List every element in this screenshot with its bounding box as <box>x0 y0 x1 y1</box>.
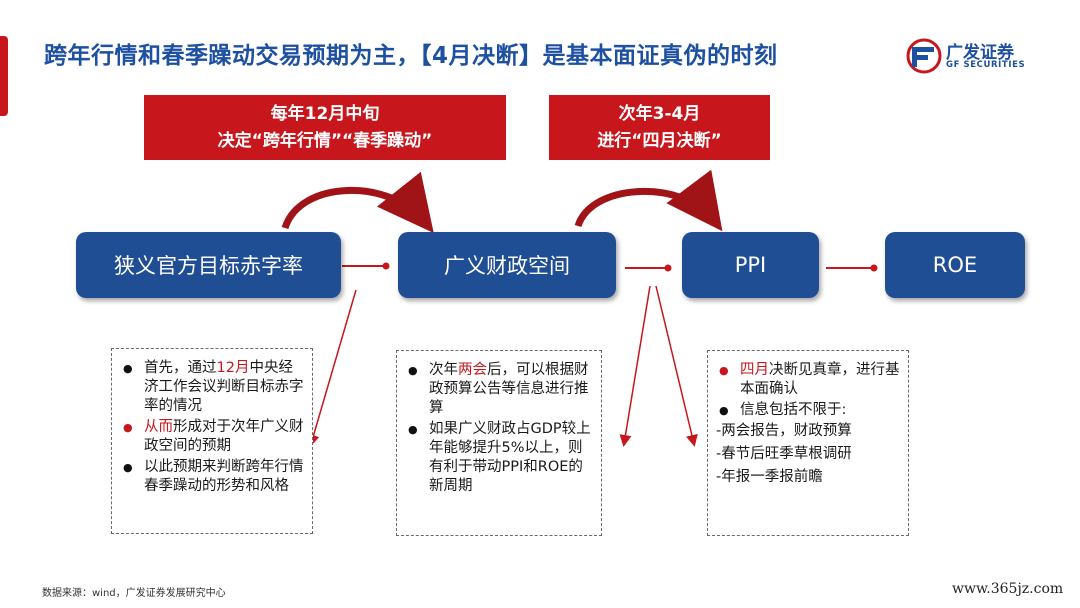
gf-logo-icon <box>906 38 942 74</box>
note3-line-2: -春节后旺季草根调研 <box>716 446 852 462</box>
note2-bullet-1: 次年两会后，可以根据财政预算公告等信息进行推算 <box>405 361 593 418</box>
connector-3 <box>826 264 878 272</box>
red-box-december-line2: 决定“跨年行情”“春季躁动” <box>217 131 433 151</box>
note1-bullet-2: 从而形成对于次年广义财政空间的预期 <box>120 418 304 456</box>
note3-line-3: -年报一季报前瞻 <box>716 469 823 485</box>
note3-bullet-2: 信息包括不限于: <box>716 401 900 420</box>
red-box-december: 每年12月中旬 决定“跨年行情”“春季躁动” <box>144 95 506 160</box>
pointer-arrow-1 <box>307 289 357 447</box>
pointer-arrow-3 <box>655 285 698 447</box>
logo-cn-text: 广发证券 <box>946 43 1014 63</box>
note1-bullet-3: 以此预期来判断跨年行情春季躁动的形势和风格 <box>120 458 304 496</box>
red-box-april: 次年3-4月 进行“四月决断” <box>549 95 770 160</box>
side-accent-tab <box>0 36 8 116</box>
source-note: 数据来源：wind，广发证券发展研究中心 <box>42 588 226 599</box>
watermark-text: www.365jz.com <box>952 581 1064 597</box>
note3-line-1: -两会报告，财政预算 <box>716 423 852 439</box>
connector-1 <box>342 262 390 270</box>
flow-box-roe: ROE <box>885 232 1025 298</box>
red-box-april-line1: 次年3-4月 <box>618 104 701 124</box>
note-box-december: 首先，通过12月中央经济工作会议判断目标赤字率的情况 从而形成对于次年广义财政空… <box>111 348 313 534</box>
curved-arrow-1 <box>281 171 434 233</box>
flow-box-fiscal-space: 广义财政空间 <box>398 232 616 298</box>
red-box-april-line2: 进行“四月决断” <box>597 131 722 151</box>
logo-en-text: GF SECURITIES <box>946 60 1026 70</box>
note3-bullet-1: 四月决断见真章，进行基本面确认 <box>716 361 900 399</box>
red-box-december-line1: 每年12月中旬 <box>270 104 380 124</box>
gf-securities-logo: 广发证券 GF SECURITIES <box>906 36 1046 76</box>
note-box-fiscal: 次年两会后，可以根据财政预算公告等信息进行推算 如果广义财政占GDP较上年能够提… <box>396 350 602 536</box>
flow-box-ppi: PPI <box>682 232 819 298</box>
note-box-april: 四月决断见真章，进行基本面确认 信息包括不限于: -两会报告，财政预算 -春节后… <box>707 350 909 536</box>
note2-bullet-2: 如果广义财政占GDP较上年能够提升5%以上，则有利于带动PPI和ROE的新周期 <box>405 420 593 496</box>
note1-bullet-1: 首先，通过12月中央经济工作会议判断目标赤字率的情况 <box>120 359 304 416</box>
flow-box-deficit-rate: 狭义官方目标赤字率 <box>76 232 341 298</box>
connector-2 <box>625 264 672 272</box>
page-title: 跨年行情和春季躁动交易预期为主，【4月决断】是基本面证真伪的时刻 <box>44 43 778 69</box>
curved-arrow-2 <box>574 169 723 232</box>
pointer-arrow-2 <box>619 285 651 447</box>
